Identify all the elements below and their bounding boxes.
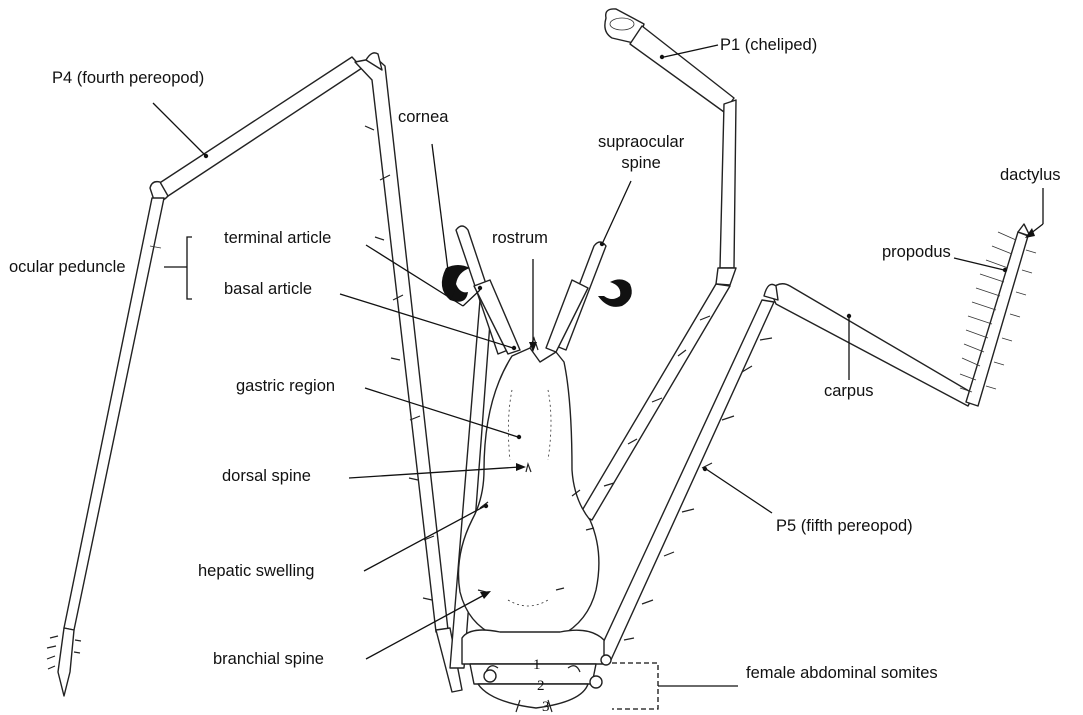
- label-ocular-peduncle: ocular peduncle: [9, 259, 126, 276]
- label-branchial-spine: branchial spine: [213, 651, 324, 668]
- label-propodus: propodus: [882, 244, 951, 261]
- label-supraocular-spine: supraocular spine: [598, 132, 684, 175]
- label-p5: P5 (fifth pereopod): [776, 518, 913, 535]
- label-p1: P1 (cheliped): [720, 37, 817, 54]
- label-basal-article: basal article: [224, 281, 312, 298]
- label-terminal-article: terminal article: [224, 230, 331, 247]
- p5-leg: [596, 224, 1036, 662]
- label-female-abdominal-somites: female abdominal somites: [746, 665, 938, 682]
- somite-number-3: 3: [542, 700, 550, 715]
- label-hepatic-swelling: hepatic swelling: [198, 563, 314, 580]
- p1-cheliped: [580, 9, 736, 520]
- label-dactylus: dactylus: [1000, 167, 1061, 184]
- label-dorsal-spine: dorsal spine: [222, 468, 311, 485]
- label-p4: P4 (fourth pereopod): [52, 70, 204, 87]
- somite-number-1: 1: [533, 658, 541, 673]
- label-gastric-region: gastric region: [236, 378, 335, 395]
- label-cornea: cornea: [398, 109, 448, 126]
- left-cornea: [442, 265, 470, 302]
- label-carpus: carpus: [824, 383, 874, 400]
- somite-number-2: 2: [537, 679, 545, 694]
- p4-right-branch: [355, 53, 462, 692]
- right-cornea: [598, 279, 632, 306]
- label-rostrum: rostrum: [492, 230, 548, 247]
